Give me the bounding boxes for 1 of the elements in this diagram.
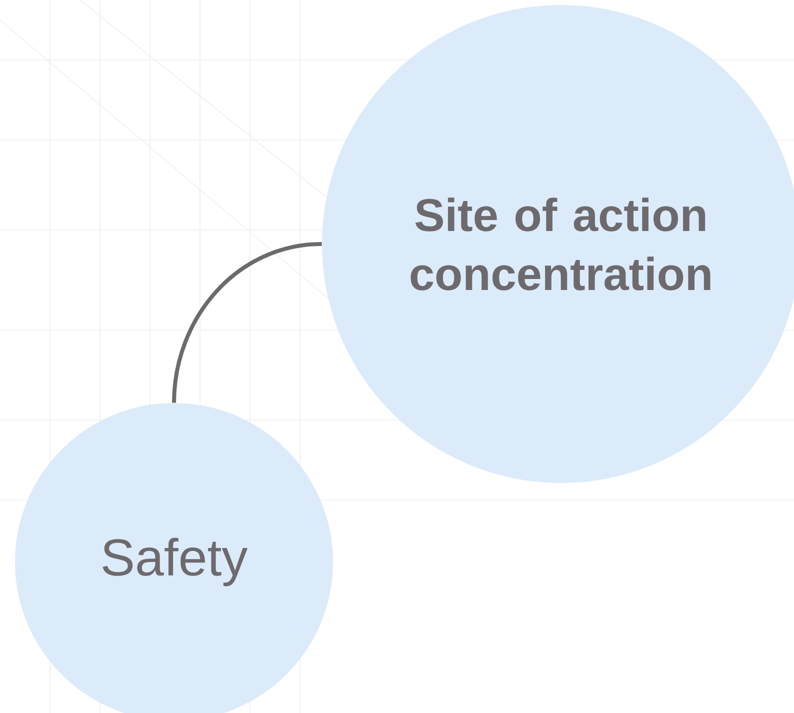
connector-line <box>172 242 322 403</box>
